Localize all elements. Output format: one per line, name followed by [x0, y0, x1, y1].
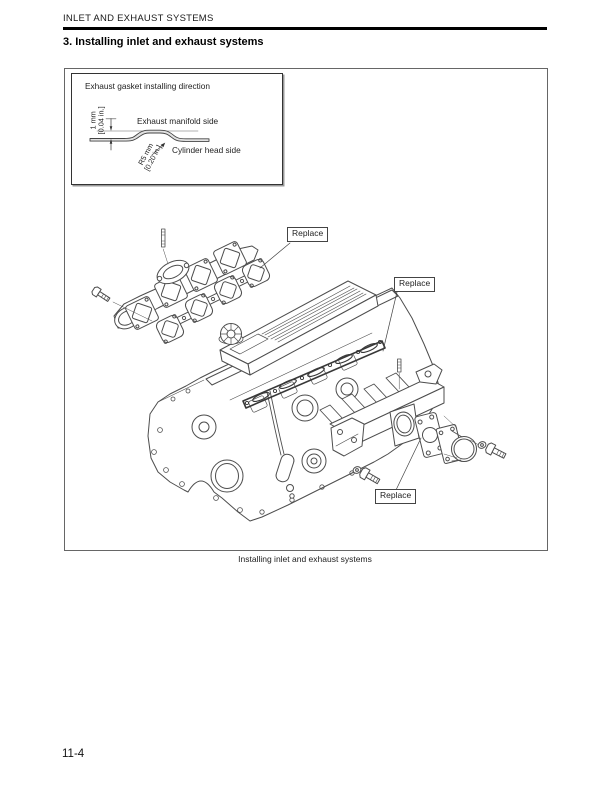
- callout-leaders: [259, 242, 422, 491]
- side-boss-1: [291, 394, 319, 422]
- label-cylinder-head-side: Cylinder head side: [172, 145, 241, 155]
- section-title: 3. Installing inlet and exhaust systems: [63, 36, 264, 48]
- alignment-lines: [443, 415, 480, 459]
- cylinder-head-gasket: [242, 339, 386, 409]
- callout-replace-2: Replace: [394, 277, 436, 292]
- callout-replace-2-label: Replace: [399, 278, 431, 288]
- exhaust-stud-bolt: [161, 228, 169, 265]
- callout-replace-3-label: Replace: [380, 490, 412, 500]
- dipstick-tube: [266, 390, 295, 499]
- valve-cover-recess: [229, 333, 269, 355]
- label-exhaust-manifold-side: Exhaust manifold side: [137, 116, 219, 126]
- inlet-manifold: [319, 363, 445, 457]
- radius-leader: [151, 142, 166, 156]
- exhaust-ports: [125, 241, 247, 330]
- gasket-ports: [155, 258, 271, 344]
- figure-caption: Installing inlet and exhaust systems: [238, 554, 372, 564]
- callout-replace-1-label: Replace: [292, 228, 324, 238]
- gasket-profile: [89, 129, 210, 142]
- callout-replace-1: Replace: [287, 227, 329, 242]
- oil-filler-cap: [218, 323, 244, 345]
- page-number: 11-4: [62, 748, 85, 760]
- exhaust-bolt: [91, 286, 153, 322]
- leader-replace-1: [259, 242, 291, 269]
- crank-seal-boss: [210, 459, 244, 493]
- manifold-lug: [415, 363, 443, 385]
- inset-gasket-direction-box: Exhaust gasket installing direction: [71, 73, 283, 185]
- inlet-stud-bolt: [397, 358, 402, 390]
- valve-cover-ribs: [261, 285, 367, 343]
- valve-cover: [219, 280, 379, 376]
- washer-right: [477, 441, 487, 449]
- manifold-bracket: [330, 417, 365, 457]
- gasket-profile-drawing: [89, 118, 210, 156]
- intake-elbow: [435, 424, 477, 464]
- bolt-lower: [359, 467, 381, 485]
- inlet-elbow-gasket: [414, 412, 446, 458]
- washer-lower: [352, 466, 362, 474]
- side-boss-3: [301, 448, 327, 474]
- leader-replace-3: [395, 437, 422, 491]
- bolt-right: [485, 442, 507, 459]
- exhaust-outlet-flange: [156, 259, 190, 285]
- header-rule: [63, 27, 547, 30]
- height-dimension: [105, 118, 117, 151]
- exhaust-manifold-gasket: [155, 258, 271, 344]
- leader-replace-2: [382, 291, 398, 352]
- exhaust-manifold: [113, 241, 259, 330]
- water-pump-boss: [191, 414, 217, 440]
- inset-title: Exhaust gasket installing direction: [85, 81, 210, 91]
- running-header: INLET AND EXHAUST SYSTEMS: [63, 13, 214, 24]
- callout-replace-3: Replace: [375, 489, 417, 504]
